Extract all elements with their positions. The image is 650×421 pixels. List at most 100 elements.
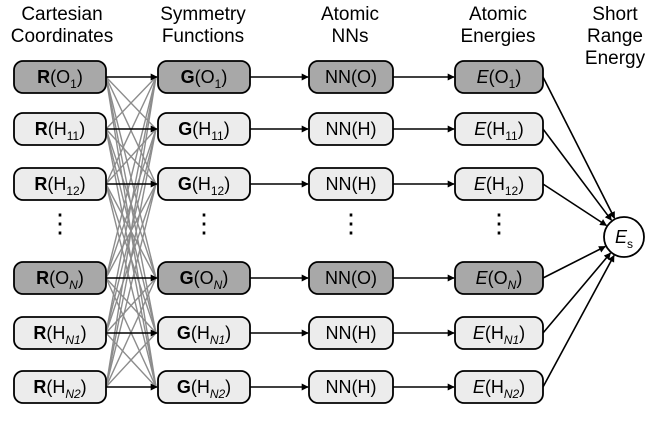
fan-connection-line bbox=[105, 277, 157, 334]
symmetry-function-box-close-paren: ) bbox=[225, 377, 231, 397]
symmetry-function-box-subscript: N2 bbox=[210, 387, 226, 401]
atomic-nn-label: NN(H) bbox=[326, 174, 377, 194]
column-header-1-line-0: Symmetry bbox=[160, 4, 246, 25]
fan-connection-line bbox=[105, 128, 157, 185]
atomic-nn-label: NN(H) bbox=[326, 377, 377, 397]
symmetry-function-box-atom: H bbox=[198, 119, 211, 139]
coordinate-box-subscript: N1 bbox=[65, 333, 80, 347]
atomic-nn-box: NN(H) bbox=[308, 167, 394, 201]
atomic-energy-box-subscript: N1 bbox=[504, 333, 519, 347]
atomic-energy-box: E(HN2) bbox=[454, 370, 544, 404]
atomic-energy-box-close-paren: ) bbox=[518, 174, 524, 194]
symmetry-function-box-shape bbox=[157, 261, 251, 295]
coordinate-box-atom: O bbox=[55, 268, 69, 288]
symmetry-function-box-subscript: 12 bbox=[211, 184, 225, 198]
fan-connection-line bbox=[105, 76, 157, 334]
coordinate-box-label: R(HN1) bbox=[33, 323, 86, 347]
symmetry-function-box-symbol: G bbox=[177, 377, 191, 397]
atomic-nn-box: NN(H) bbox=[308, 112, 394, 146]
coordinate-box-symbol: R bbox=[37, 67, 50, 87]
atomic-energy-box-open-paren: ( bbox=[486, 119, 492, 139]
coordinate-box-label: R(H12) bbox=[34, 174, 85, 198]
atomic-energy-box-close-paren: ) bbox=[519, 323, 525, 343]
atomic-energy-box-open-paren: ( bbox=[485, 323, 491, 343]
symmetry-function-box-shape bbox=[157, 167, 251, 201]
atomic-energy-box-shape bbox=[454, 112, 544, 146]
column-header-2-line-1: NNs bbox=[332, 26, 369, 47]
symmetry-function-box-close-paren: ) bbox=[225, 323, 231, 343]
atomic-energy-box: E(H11) bbox=[454, 112, 544, 146]
fan-connection-line bbox=[105, 76, 157, 130]
atomic-energy-box-label: E(ON) bbox=[476, 268, 523, 292]
ellipsis-column-0: ⋮ bbox=[47, 208, 73, 238]
atomic-energy-box-open-paren: ( bbox=[488, 268, 494, 288]
coordinate-box: R(ON) bbox=[13, 261, 107, 295]
output-energy-symbol: E bbox=[615, 227, 628, 247]
atomic-energy-box-shape bbox=[454, 60, 544, 94]
coordinate-box-symbol: R bbox=[36, 268, 49, 288]
coordinate-box-shape bbox=[13, 167, 107, 201]
coordinate-box: R(HN2) bbox=[13, 370, 107, 404]
atomic-energy-box-symbol: E bbox=[477, 67, 490, 87]
symmetry-function-box-atom: H bbox=[197, 377, 210, 397]
symmetry-function-box-shape bbox=[157, 370, 251, 404]
ellipsis-column-3: ⋮ bbox=[486, 208, 512, 238]
atomic-energy-box-open-paren: ( bbox=[489, 67, 495, 87]
atomic-nn-box-shape bbox=[308, 167, 394, 201]
atomic-energy-box-atom: O bbox=[494, 268, 508, 288]
atomic-energy-box: E(ON) bbox=[454, 261, 544, 295]
symmetry-function-box-subscript: 11 bbox=[211, 129, 224, 143]
atomic-nn-label: NN(H) bbox=[326, 119, 377, 139]
symmetry-function-box-open-paren: ( bbox=[195, 67, 201, 87]
symmetry-function-box-open-paren: ( bbox=[192, 119, 198, 139]
coordinate-box-open-paren: ( bbox=[46, 377, 52, 397]
arrow-energy-to-output bbox=[542, 245, 606, 279]
symmetry-function-box-shape bbox=[157, 60, 251, 94]
fan-connection-line bbox=[105, 332, 157, 388]
symmetry-function-box: G(HN2) bbox=[157, 370, 251, 404]
symmetry-function-box-open-paren: ( bbox=[194, 268, 200, 288]
coordinate-box-atom: O bbox=[56, 67, 70, 87]
coordinate-box-atom: H bbox=[54, 119, 67, 139]
symmetry-function-box: G(H12) bbox=[157, 167, 251, 201]
symmetry-function-box-open-paren: ( bbox=[191, 377, 197, 397]
coordinate-box: R(H11) bbox=[13, 112, 107, 146]
atomic-energy-box-close-paren: ) bbox=[519, 377, 525, 397]
coordinate-box-open-paren: ( bbox=[47, 174, 53, 194]
column-header-0-line-1: Coordinates bbox=[11, 26, 113, 47]
symmetry-function-box-label: G(HN2) bbox=[177, 377, 231, 401]
output-energy-label: Es bbox=[615, 227, 633, 251]
coordinate-box-open-paren: ( bbox=[50, 67, 56, 87]
atomic-energy-box-atom: H bbox=[491, 377, 504, 397]
symmetry-function-box-close-paren: ) bbox=[224, 119, 230, 139]
coordinate-box-close-paren: ) bbox=[81, 323, 87, 343]
atomic-energy-box-symbol: E bbox=[474, 174, 487, 194]
coordinate-box-subscript: 12 bbox=[66, 184, 80, 198]
symmetry-function-box-subscript: N bbox=[214, 278, 223, 292]
atomic-energy-box-shape bbox=[454, 167, 544, 201]
column-header-4-line-2: Energy bbox=[585, 48, 646, 69]
atomic-energy-box-subscript: 11 bbox=[505, 129, 518, 143]
column-header-2-line-0: Atomic bbox=[321, 4, 379, 25]
coordinate-box-label: R(O1) bbox=[37, 67, 83, 91]
coordinate-box-subscript: N2 bbox=[65, 387, 81, 401]
fan-connection-line bbox=[105, 128, 157, 388]
atomic-energy-box-label: E(H12) bbox=[474, 174, 524, 198]
atomic-energy-box-atom: H bbox=[492, 119, 505, 139]
coordinate-box-atom: H bbox=[52, 323, 65, 343]
coordinate-box-shape bbox=[13, 112, 107, 146]
coordinate-box-subscript: 1 bbox=[70, 77, 77, 91]
atomic-nn-box-shape bbox=[308, 60, 394, 94]
symmetry-function-box-close-paren: ) bbox=[224, 174, 230, 194]
symmetry-function-box-atom: O bbox=[201, 67, 215, 87]
arrow-energy-to-output bbox=[542, 254, 615, 388]
atomic-energy-box-symbol: E bbox=[473, 323, 486, 343]
symmetry-function-box-subscript: 1 bbox=[215, 77, 222, 91]
atomic-energy-box-subscript: N2 bbox=[504, 387, 520, 401]
output-energy-subscript: s bbox=[627, 237, 633, 251]
symmetry-function-box-shape bbox=[157, 316, 251, 350]
atomic-nn-label: NN(H) bbox=[326, 323, 377, 343]
atomic-energy-box-atom: H bbox=[492, 174, 505, 194]
symmetry-function-box-label: G(HN1) bbox=[177, 323, 231, 347]
atomic-nn-label: NN(O) bbox=[325, 268, 377, 288]
